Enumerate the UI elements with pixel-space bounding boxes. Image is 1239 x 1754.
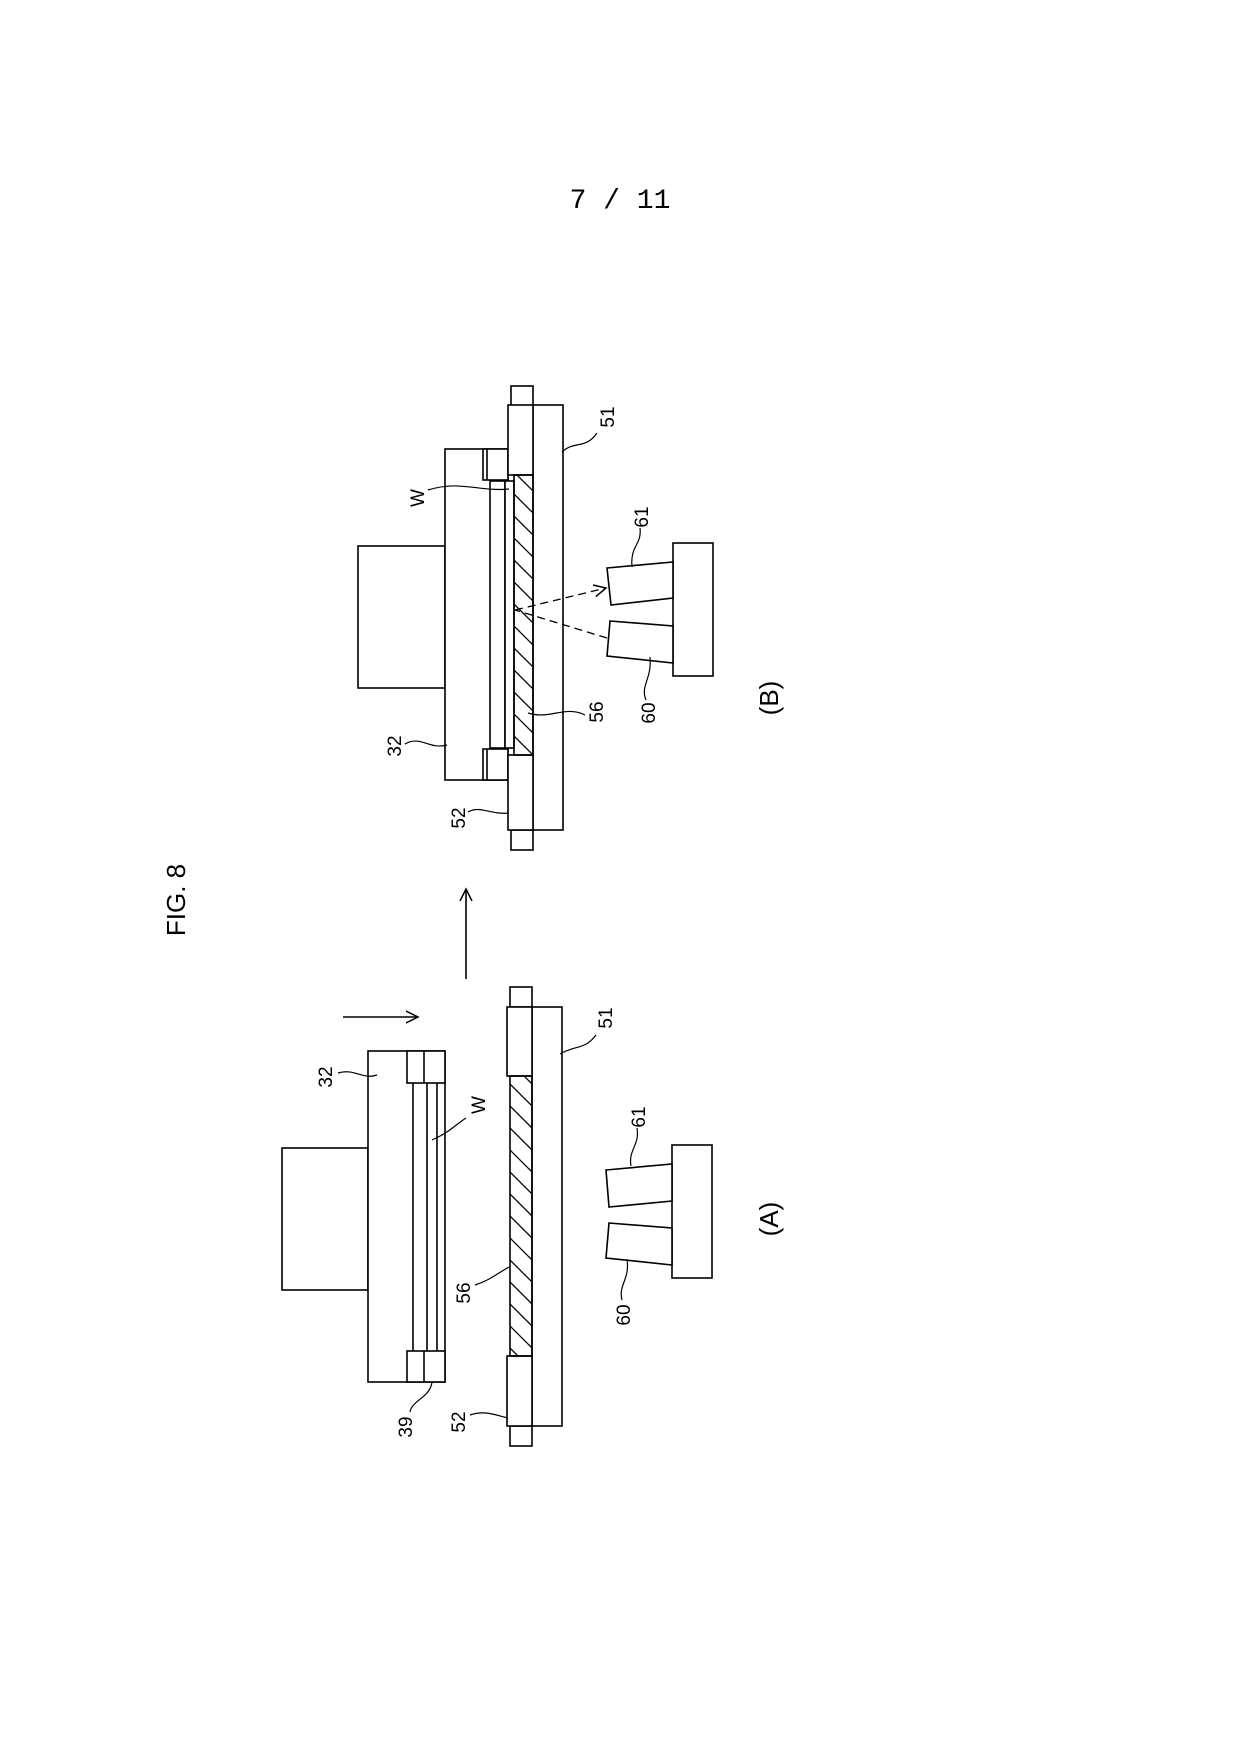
stage-tab-top (510, 987, 532, 1007)
panel-a-caption: (A) (754, 1202, 784, 1237)
sensor-60 (606, 1223, 672, 1265)
sensor-61 (606, 1164, 672, 1207)
figure-title: FIG. 8 (161, 864, 191, 936)
label-w: W (469, 1096, 490, 1114)
head-32-body (368, 1051, 445, 1382)
sensor-61 (607, 562, 673, 605)
frame-52-top (507, 1007, 532, 1076)
label-61: 61 (632, 506, 653, 527)
label-52: 52 (449, 1411, 470, 1432)
hatched-member-56 (510, 1076, 532, 1356)
panel-a: 32 W 51 61 56 60 39 52 (A) (282, 987, 784, 1446)
label-51: 51 (598, 406, 619, 427)
head-top-block (282, 1148, 368, 1290)
sensor-60 (607, 621, 673, 663)
label-56: 56 (587, 701, 608, 722)
label-60: 60 (614, 1304, 635, 1325)
panel-b-caption: (B) (754, 681, 784, 716)
label-60: 60 (639, 702, 660, 723)
sensor-base (672, 1145, 712, 1278)
frame-52-bottom (508, 755, 533, 830)
stage-tab-bottom (511, 830, 533, 850)
stage-tab-bottom (510, 1426, 532, 1446)
panel-b: 51 W 61 60 56 32 52 (B) (358, 386, 784, 850)
label-w: W (408, 489, 429, 507)
stage-tab-top (511, 386, 533, 406)
sensor-base (673, 543, 713, 676)
label-56: 56 (454, 1282, 475, 1303)
label-61: 61 (629, 1106, 650, 1127)
head-top-block (358, 546, 445, 688)
label-52: 52 (449, 807, 470, 828)
wafer-w (505, 481, 514, 748)
label-32: 32 (385, 735, 406, 756)
label-32: 32 (316, 1066, 337, 1087)
frame-52-top (508, 405, 533, 475)
label-39: 39 (396, 1416, 417, 1437)
stage-51 (532, 1007, 562, 1426)
clamp-39-bottom (407, 1351, 445, 1382)
clamp-39-top (407, 1051, 445, 1083)
page-number: 7 / 11 (570, 186, 671, 217)
holding-layer (490, 481, 505, 748)
label-51: 51 (596, 1007, 617, 1028)
frame-52-bottom (507, 1356, 532, 1426)
